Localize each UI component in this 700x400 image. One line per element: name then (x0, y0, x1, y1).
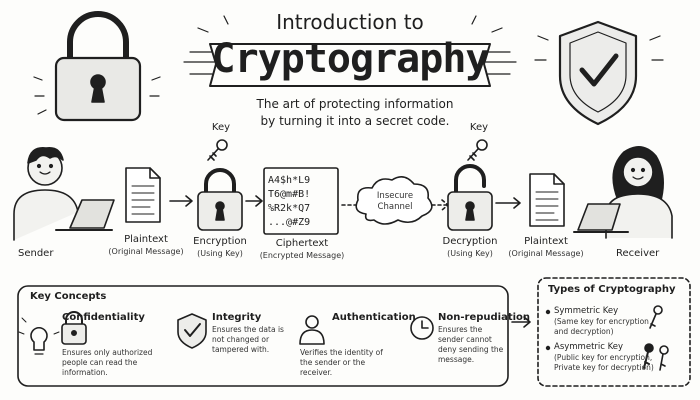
channel-label-1: Insecure (376, 191, 414, 201)
plaintext-label: Plaintext (124, 234, 168, 245)
subtitle: The art of protecting information by tur… (210, 96, 500, 130)
closed-padlock-icon (197, 168, 243, 231)
cipher-line-2: T6@m#B! (268, 189, 311, 200)
title-banner (183, 15, 517, 87)
concept-clock-icon (410, 316, 434, 340)
sender-figure (13, 146, 115, 241)
arrow-to-ciphertext (245, 195, 263, 207)
concept-shield-icon (177, 313, 207, 349)
decryption-label: Decryption (442, 236, 498, 247)
receiver-figure (573, 146, 673, 239)
concept-nonrepudiation-text: Ensures the sender cannot deny sending t… (438, 325, 504, 364)
asymmetric-title: Asymmetric Key (554, 342, 624, 352)
asymmetric-keys-icon (643, 343, 669, 371)
cipher-line-1: A4$h*L9 (268, 175, 311, 186)
ciphertext-box (263, 167, 339, 235)
plaintext-sublabel: (Original Message) (108, 247, 184, 256)
types-box (537, 277, 691, 387)
key-concepts-heading: Key Concepts (30, 291, 107, 302)
ciphertext-content: A4$h*L9 T6@m#B! %R2k*Q7 ...@#Z9 (268, 174, 338, 230)
symmetric-title: Symmetric Key (554, 306, 619, 316)
decryption-sublabel: (Using Key) (447, 249, 493, 258)
lightbulb-icon (18, 317, 60, 355)
channel-label-2: Channel (377, 202, 413, 212)
key-icon-encryption (207, 139, 228, 161)
plaintext-document-icon (125, 167, 161, 223)
asymmetric-sub-1: (Public key for encryption, (554, 353, 653, 362)
concept-authentication-text: Verifies the identity of the sender or t… (300, 348, 383, 377)
subtitle-line-2: by turning it into a secret code. (260, 114, 450, 128)
concept-person-icon (299, 315, 325, 345)
concept-nonrepudiation-title: Non-repudiation (438, 312, 531, 323)
concept-confidentiality-title: Confidentiality (62, 312, 145, 323)
concept-integrity-text: Ensures the data is not changed or tampe… (212, 325, 284, 354)
ciphertext-sublabel: (Encrypted Message) (259, 251, 345, 260)
shield-check-icon (534, 20, 664, 126)
plaintext-sublabel-2: (Original Message) (508, 249, 584, 258)
symmetric-sub-1: (Same key for encryption (554, 317, 649, 326)
insecure-channel-cloud (355, 176, 433, 225)
plaintext-document-icon-2 (529, 173, 565, 227)
title-line-1: Introduction to (276, 10, 424, 34)
encryption-label: Encryption (193, 236, 247, 247)
subtitle-line-1: The art of protecting information (256, 97, 454, 111)
types-heading: Types of Cryptography (548, 284, 676, 295)
symmetric-sub-2: and decryption) (554, 327, 614, 336)
sender-label: Sender (18, 248, 54, 259)
concept-confidentiality-text: Ensures only authorized people can read … (62, 348, 153, 377)
key-concepts-box (17, 285, 509, 387)
big-padlock-icon (33, 11, 161, 122)
dashed-arrow-to-decryption (431, 199, 449, 211)
ciphertext-label: Ciphertext (275, 238, 329, 249)
plaintext-label-2: Plaintext (524, 236, 568, 247)
arrow-to-encryption (169, 195, 193, 207)
encryption-sublabel: (Using Key) (197, 249, 243, 258)
arrow-to-types (511, 316, 531, 328)
concept-authentication-title: Authentication (332, 312, 416, 323)
cipher-line-3: %R2k*Q7 (268, 203, 311, 214)
key-label-decryption: Key (469, 122, 489, 133)
symmetric-key-icon (649, 305, 663, 329)
key-icon-decryption (467, 139, 488, 161)
cipher-line-4: ...@#Z9 (268, 217, 311, 228)
concept-integrity-title: Integrity (212, 312, 262, 323)
concept-padlock-icon (61, 311, 87, 345)
arrow-to-plaintext (495, 197, 521, 209)
bullet-dot (545, 309, 551, 315)
page-title: Cryptography (211, 36, 490, 82)
bullet-dot-2 (545, 345, 551, 351)
key-label-encryption: Key (211, 122, 231, 133)
asymmetric-sub-2: Private key for decryption) (554, 363, 654, 372)
receiver-label: Receiver (616, 248, 660, 259)
open-padlock-icon (447, 164, 493, 231)
